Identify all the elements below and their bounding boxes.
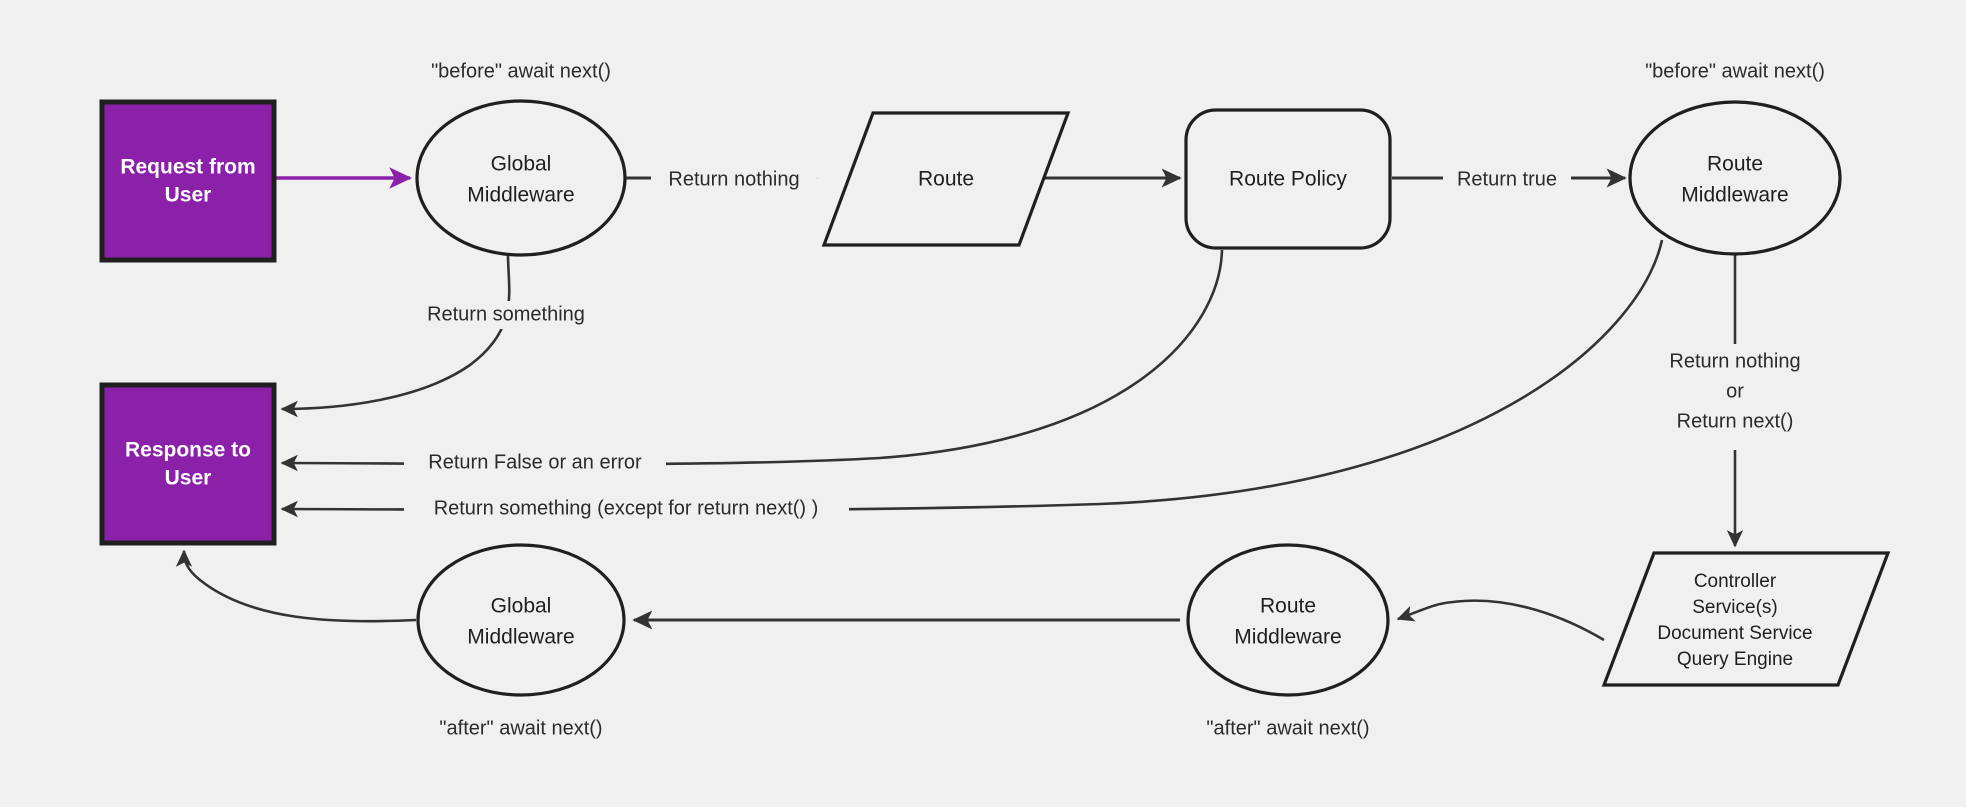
controller-label-line2: Service(s) (1692, 597, 1778, 618)
node-route[interactable]: Route (821, 111, 1071, 247)
route-parallelogram[interactable] (821, 111, 1071, 247)
edge-label-return-false-or-error: Return False or an error (428, 451, 642, 473)
controller-label-line4: Query Engine (1677, 649, 1793, 670)
node-request-from-user[interactable]: Request from User (99, 99, 277, 263)
controller-label-line1: Controller (1694, 571, 1777, 592)
global-middleware-bottom-ellipse[interactable] (416, 543, 626, 697)
edge-route-middleware-to-controller: Return nothing or Return next() (1648, 254, 1824, 548)
edge-label-return-true: Return true (1457, 168, 1557, 190)
edge-label-backdrop (1443, 164, 1571, 192)
edge-route-policy-to-route-middleware: Return true (1392, 164, 1627, 192)
edge-label-backdrop (1648, 344, 1824, 450)
response-box[interactable] (99, 382, 277, 546)
global-middleware-bottom-label-line2: Middleware (467, 626, 574, 649)
node-route-middleware-top[interactable]: Route Middleware (1628, 100, 1842, 256)
node-controller-services[interactable]: Controller Service(s) Document Service Q… (1601, 551, 1891, 687)
route-middleware-bottom-label-line2: Middleware (1234, 626, 1341, 649)
route-middleware-top-label-line1: Route (1707, 153, 1763, 176)
annotation-before-route-middleware: "before" await next() (1645, 60, 1825, 82)
route-policy-label: Route Policy (1229, 168, 1347, 191)
node-global-middleware-top[interactable]: Global Middleware (415, 99, 627, 257)
edge-label-backdrop (651, 164, 817, 192)
route-middleware-top-label-line2: Middleware (1681, 184, 1788, 207)
edge-curve (1396, 599, 1605, 642)
annotation-before-global-middleware: "before" await next() (431, 60, 611, 82)
response-label-line1: Response to (125, 439, 251, 462)
route-middleware-bottom-label-line1: Route (1260, 595, 1316, 618)
node-global-middleware-bottom[interactable]: Global Middleware (416, 543, 626, 697)
edge-route-policy-return-false: Return False or an error (280, 249, 1224, 478)
annotation-after-route-middleware: "after" await next() (1206, 717, 1369, 739)
response-label-line2: User (165, 467, 212, 490)
edge-label-return-something: Return something (427, 303, 585, 325)
edge-route-middleware-return-something: Return something (except for return next… (280, 239, 1664, 524)
route-middleware-bottom-ellipse[interactable] (1186, 543, 1390, 697)
global-middleware-bottom-label-line1: Global (491, 595, 552, 618)
request-label-line1: Request from (120, 156, 255, 179)
request-box[interactable] (99, 99, 277, 263)
edge-label-return-something-except-next: Return something (except for return next… (434, 497, 819, 519)
edge-label-or: or (1726, 380, 1744, 402)
global-middleware-top-label-line1: Global (491, 153, 552, 176)
edge-label-return-nothing: Return nothing (1669, 350, 1800, 372)
edge-label-return-nothing: Return nothing (668, 168, 799, 190)
controller-label-line3: Document Service (1657, 623, 1812, 644)
annotation-after-global-middleware: "after" await next() (439, 717, 602, 739)
edge-curve (175, 549, 417, 623)
node-route-policy[interactable]: Route Policy (1184, 108, 1392, 250)
edge-label-backdrop (404, 494, 849, 524)
route-middleware-top-ellipse[interactable] (1628, 100, 1842, 256)
route-policy-box[interactable] (1184, 108, 1392, 250)
controller-parallelogram[interactable] (1601, 551, 1891, 687)
edge-label-backdrop (404, 448, 666, 478)
edge-curve (280, 254, 511, 418)
edge-global-middleware-bottom-to-response (175, 549, 417, 623)
edge-label-return-next: Return next() (1677, 410, 1794, 432)
request-label-line2: User (165, 184, 212, 207)
global-middleware-top-ellipse[interactable] (415, 99, 627, 257)
edge-global-middleware-return-something: Return something (280, 254, 598, 418)
node-route-middleware-bottom[interactable]: Route Middleware (1186, 543, 1390, 697)
edge-label-backdrop (408, 301, 598, 329)
edge-controller-to-route-middleware-bottom (1396, 599, 1605, 642)
route-label: Route (918, 168, 974, 191)
node-response-to-user[interactable]: Response to User (99, 382, 277, 546)
edge-global-middleware-to-route: Return nothing (626, 164, 818, 192)
global-middleware-top-label-line2: Middleware (467, 184, 574, 207)
